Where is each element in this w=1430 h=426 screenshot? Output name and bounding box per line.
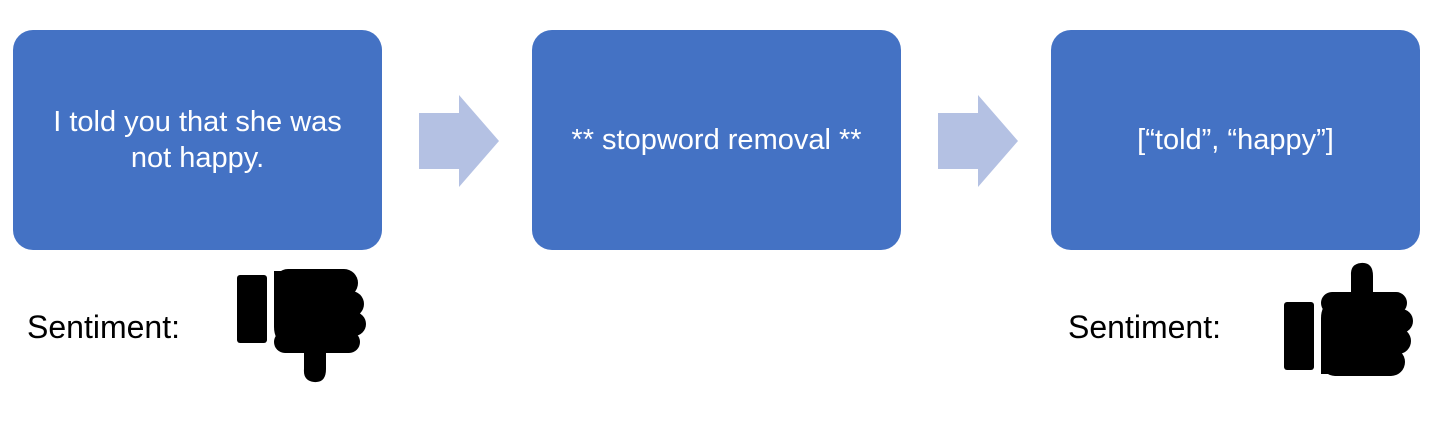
sentiment-label-left: Sentiment:: [27, 309, 180, 345]
input-sentence-text: I told you that she was not happy.: [53, 106, 342, 174]
stopword-removal-text: ** stopword removal **: [571, 124, 862, 156]
thumbs-up-icon: [1284, 262, 1413, 376]
arrow-right-icon: [419, 95, 499, 187]
thumbs-down-icon: [237, 269, 366, 383]
stopword-removal-box: ** stopword removal **: [532, 30, 901, 250]
output-tokens-box: [“told”, “happy”]: [1051, 30, 1420, 250]
output-tokens-text: [“told”, “happy”]: [1137, 124, 1334, 156]
input-sentence-box: I told you that she was not happy.: [13, 30, 382, 250]
arrow-right-icon: [938, 95, 1018, 187]
sentiment-label-right: Sentiment:: [1068, 309, 1221, 345]
